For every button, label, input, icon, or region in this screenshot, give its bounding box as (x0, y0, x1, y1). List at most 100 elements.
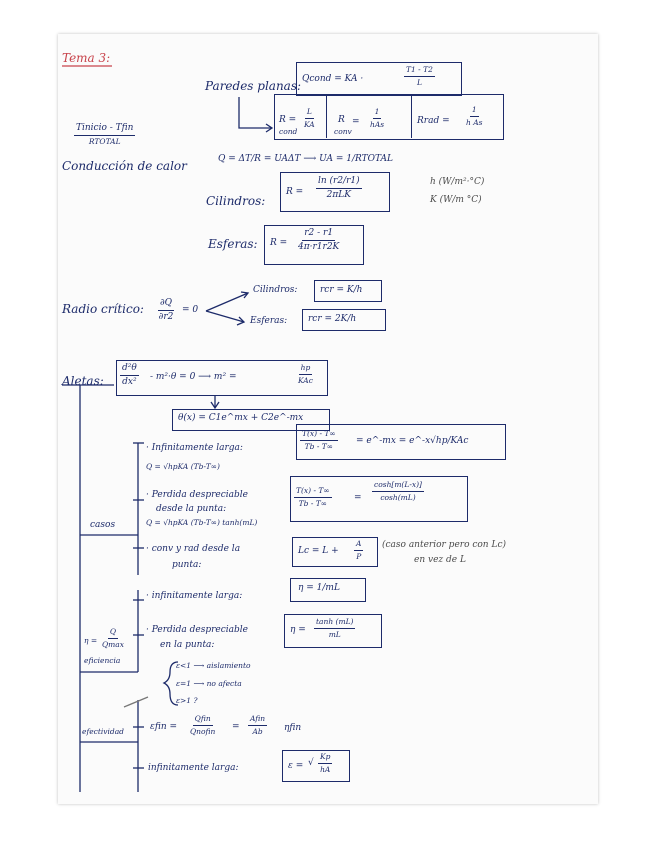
efect-inf-fraction: Kp hA (318, 753, 333, 774)
theta-box (172, 409, 330, 431)
r-conv-den: hAs (370, 119, 385, 129)
radio-esf-formula: rcr = 2K/h (308, 314, 357, 324)
efect-note2: ε=1 ⟶ no afecta (176, 679, 242, 688)
cilindros-fraction: ln (r2/r1) 2πLK (316, 177, 362, 200)
efectividad-label: efectividad (82, 727, 124, 736)
r-rad-den: h As (466, 117, 483, 127)
casos-label: casos (90, 520, 116, 530)
aletas-ode-den: dx² (122, 377, 137, 387)
cilindros-den: 2πLK (326, 190, 351, 200)
caso3-fraction: A P (354, 540, 364, 561)
caso3-label2: punta: (172, 560, 202, 570)
efect-f1-fraction: Qfin Qnofin (190, 715, 215, 735)
eficiencia-num: Q (107, 628, 119, 639)
radio-esf-box (302, 309, 386, 331)
caso1-fraction: T(x) - T∞ Tb - T∞ (300, 430, 338, 450)
esferas-r: R = (270, 238, 288, 248)
efic2-label1: · Perdida despreciable (146, 625, 248, 635)
caso1-rhs: = e^-mx = e^-x√hp/KAc (356, 436, 469, 446)
aletas-ode-fraction: d²θ dx² (120, 364, 139, 387)
radio-num: ∂Q (158, 299, 175, 311)
efic2-left: η = (290, 625, 306, 635)
aletas-m-den: KAc (298, 375, 313, 385)
caso2-rnum: cosh[m(L-x)] (372, 481, 424, 492)
caso1-den: Tb - T∞ (304, 441, 333, 451)
caso2-den: Tb - T∞ (298, 498, 327, 508)
esferas-fraction: r2 - r1 4π·r1r2K (298, 229, 339, 252)
eficiencia-label: eficiencia (84, 656, 121, 665)
esferas-label: Esferas: (208, 237, 258, 251)
efect-note1: ε<1 ⟶ aislamiento (176, 661, 251, 670)
efect-inf-num: Kp (318, 753, 333, 764)
caso2-rfraction: cosh[m(L-x)] cosh(mL) (372, 481, 424, 501)
qcond-den: L (416, 77, 422, 87)
eficiencia-den: Qmax (102, 639, 124, 649)
radio-eq: = 0 (182, 305, 199, 315)
caso1-label: · Infinitamente larga: (146, 443, 243, 453)
efect-f1-num: Qfin (192, 715, 213, 726)
caso1-box (296, 424, 506, 460)
radio-fraction: ∂Q ∂r2 (158, 299, 175, 322)
efect-f2-num: Afin (248, 715, 268, 726)
unit-k: K (W/m °C) (430, 195, 482, 205)
efic2-box (284, 614, 382, 648)
efic2-label2: en la punta: (160, 640, 215, 650)
caso2-eq: = (354, 493, 362, 503)
caso1-q: Q = √hpKA (Tb-T∞) (146, 462, 220, 471)
resistances-box (274, 94, 504, 140)
efect-note3: ε>1 ? (176, 696, 198, 705)
caso2-fraction: T(x) - T∞ Tb - T∞ (294, 487, 332, 507)
cilindros-num: ln (r2/r1) (316, 177, 362, 189)
cilindros-label: Cilindros: (206, 194, 266, 208)
efect-tail: ηfin (284, 723, 302, 733)
radio-esf-label: Esferas: (250, 316, 288, 326)
caso3-box (292, 537, 378, 567)
efect-f2-fraction: Afin Ab (248, 715, 268, 736)
aletas-ode-box (116, 360, 328, 396)
aletas-ode-num: d²θ (120, 364, 139, 376)
efect-inf-left: ε = (288, 761, 304, 771)
r-cond-left: R = (279, 115, 297, 125)
section-heading: Conducción de calor (62, 159, 187, 173)
efic1-box (290, 578, 366, 602)
side-frac-den: RTOTAL (88, 137, 121, 146)
cilindros-r: R = (286, 187, 304, 197)
cilindros-box (280, 172, 390, 212)
efic2-den: mL (328, 629, 341, 639)
qcond-num: T1 - T2 (404, 66, 435, 77)
caso2-q: Q = √hpKA (Tb-T∞) tanh(mL) (146, 518, 258, 527)
caso2-label1: · Perdida despreciable (146, 490, 248, 500)
esferas-num: r2 - r1 (302, 229, 336, 241)
qcond-fraction: T1 - T2 L (404, 66, 435, 86)
qcond-box (296, 62, 462, 96)
unit-h: h (W/m²·°C) (430, 177, 485, 187)
eficiencia-fraction: Q Qmax (102, 628, 124, 648)
radio-cil-box (314, 280, 382, 302)
paredes-label: Paredes planas: (205, 79, 302, 93)
efect-eq: = (232, 722, 240, 732)
qcond-text: Qcond = KA · (302, 74, 364, 84)
eficiencia-eta: η = (84, 636, 98, 645)
aletas-label: Aletas: (62, 374, 104, 388)
r-rad-num: 1 (469, 106, 479, 117)
side-frac-num: Tinicio - Tfin (74, 124, 136, 136)
caso3-den: P (356, 551, 362, 561)
efect-inf-label: infinitamente larga: (148, 763, 239, 773)
r-cond-num: L (304, 108, 314, 119)
efect-f2-den: Ab (252, 726, 263, 736)
r-conv-fraction: 1 hAs (370, 108, 384, 128)
efic2-num: tanh (mL) (314, 618, 356, 629)
r-conv-sub: conv (334, 127, 352, 136)
r-cond-den: KA (304, 119, 315, 129)
resistances-divider (326, 94, 412, 138)
aletas-m-fraction: hp KAc (298, 364, 313, 384)
efic2-fraction: tanh (mL) mL (314, 618, 356, 639)
caso3-note1: (caso anterior pero con Lc) (382, 540, 506, 550)
efect-inf-box (282, 750, 350, 782)
r-conv-num: 1 (372, 108, 382, 119)
theta-formula: θ(x) = C1e^mx + C2e^-mx (178, 413, 304, 423)
caso3-note2: en vez de L (414, 555, 466, 565)
caso3-label1: · conv y rad desde la (146, 544, 241, 554)
efect-inf-den: hA (320, 764, 331, 774)
efic1-formula: η = 1/mL (298, 583, 340, 593)
